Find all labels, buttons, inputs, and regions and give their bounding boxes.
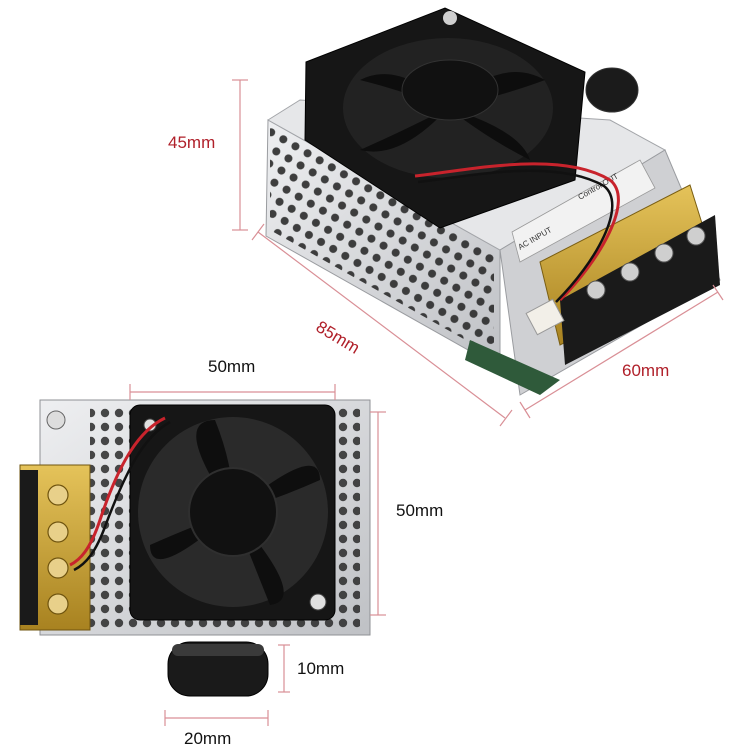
fan-height-label: 50mm [396,501,444,520]
width-label: 60mm [622,361,670,380]
front-fan-wire [69,416,166,567]
label-plate [511,159,656,263]
knob-width-label: 20mm [184,729,232,748]
iso-view-module: AC INPUT Control OUT [265,7,721,396]
fan-connector [525,298,565,336]
front-terminal-screws [47,484,69,615]
fan-width-label: 50mm [208,357,256,376]
top-fan-wire [414,162,620,302]
dimension-lines-bottom [129,384,386,726]
height-label: 45mm [168,133,216,152]
knob [585,67,639,113]
top-fan-hub [401,59,499,121]
dimension-lines-top [232,79,724,427]
terminal-screws [586,226,706,300]
front-view-module [19,399,371,697]
knob-height-label: 10mm [297,659,345,678]
front-fan-hub [188,467,278,557]
